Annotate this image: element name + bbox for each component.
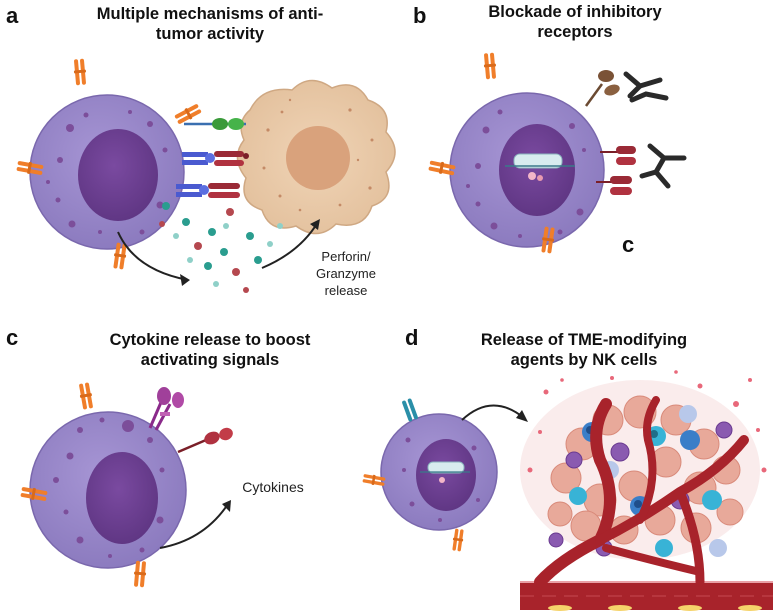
arrowhead <box>516 410 528 422</box>
blocking-antibody-icon <box>639 143 687 189</box>
panel-d-title: Release of TME-modifying agents by NK ce… <box>454 330 714 370</box>
panel-c-title-line1: Cytokine release to boost <box>109 331 311 349</box>
granzyme-granules <box>159 202 283 293</box>
nk-granules-a <box>46 110 168 235</box>
blood-vessel <box>520 396 773 611</box>
receptor-icon <box>77 382 95 410</box>
panel-b-stray-letter: c <box>622 232 635 257</box>
panel-b <box>428 52 687 254</box>
label-line2: Granzyme <box>316 266 376 281</box>
panel-d-title-line2: agents by NK cells <box>510 351 658 369</box>
activating-receptor-green <box>184 118 246 130</box>
activating-receptor-magenta <box>148 387 184 431</box>
panel-b-title: Blockade of inhibitory receptors <box>460 2 690 42</box>
inhibitory-receptor-red <box>596 146 636 195</box>
blocking-antibody-icon <box>623 71 669 103</box>
panel-a-letter: a <box>6 3 19 28</box>
cytokine-arrow <box>159 503 229 549</box>
panel-b-letter: b <box>413 3 427 28</box>
tumor-microenvironment <box>520 370 773 611</box>
panel-a-title-line2: tumor activity <box>155 25 265 43</box>
panel-d <box>362 370 773 611</box>
receptor-icon <box>173 102 203 126</box>
tme-particles <box>527 370 767 473</box>
release-arrow-2 <box>261 221 319 269</box>
label-line1: Perforin/ <box>321 249 371 264</box>
nk-nucleus-b <box>499 124 575 216</box>
nk-nucleus-d <box>416 439 476 511</box>
panel-b-title-line2: receptors <box>537 23 613 41</box>
panel-c-letter: c <box>6 325 19 350</box>
panel-d-title-line1: Release of TME-modifying <box>480 331 688 349</box>
panel-b-title-line1: Blockade of inhibitory <box>488 3 662 21</box>
receptor-icon <box>72 58 88 86</box>
nk-cell-complex-icon <box>505 153 575 181</box>
receptor-ligand-pair-2 <box>176 183 240 198</box>
tumor-dots <box>262 98 374 212</box>
arrowhead <box>180 274 190 286</box>
nk-nucleus-c <box>86 452 158 544</box>
panel-a <box>16 58 396 293</box>
arrowhead <box>222 500 231 512</box>
tumor-nucleus <box>286 126 350 190</box>
panel-c-title-line2: activating signals <box>140 351 280 369</box>
receptor-icon <box>132 560 148 588</box>
panel-a-title: Multiple mechanisms of anti- tumor activ… <box>60 4 360 44</box>
nk-nucleus-a <box>78 129 158 221</box>
nk-granules-c <box>53 417 165 558</box>
arrowhead <box>310 219 320 230</box>
receptor-ligand-pair-1 <box>182 151 249 166</box>
nk-granules-b <box>466 109 586 238</box>
inhibitory-receptor-brown <box>584 70 620 107</box>
panel-d-letter: d <box>405 325 419 350</box>
panel-c-title: Cytokine release to boost activating sig… <box>75 330 345 370</box>
tme-arrow <box>461 404 525 421</box>
cytokines-label: Cytokines <box>242 479 304 495</box>
panel-c <box>20 382 233 588</box>
receptor-icon <box>451 528 465 552</box>
release-arrow <box>117 231 189 281</box>
perforin-granzyme-label: Perforin/ Granzyme release <box>300 248 392 299</box>
label-line3: release <box>324 283 368 298</box>
nk-cell-complex-icon <box>420 461 470 483</box>
panel-a-title-line1: Multiple mechanisms of anti- <box>96 5 324 23</box>
nk-granules-d <box>402 437 480 522</box>
teal-receptor-icon <box>402 398 418 422</box>
receptor-icon <box>482 52 498 80</box>
cytokine-receptor <box>177 427 233 454</box>
